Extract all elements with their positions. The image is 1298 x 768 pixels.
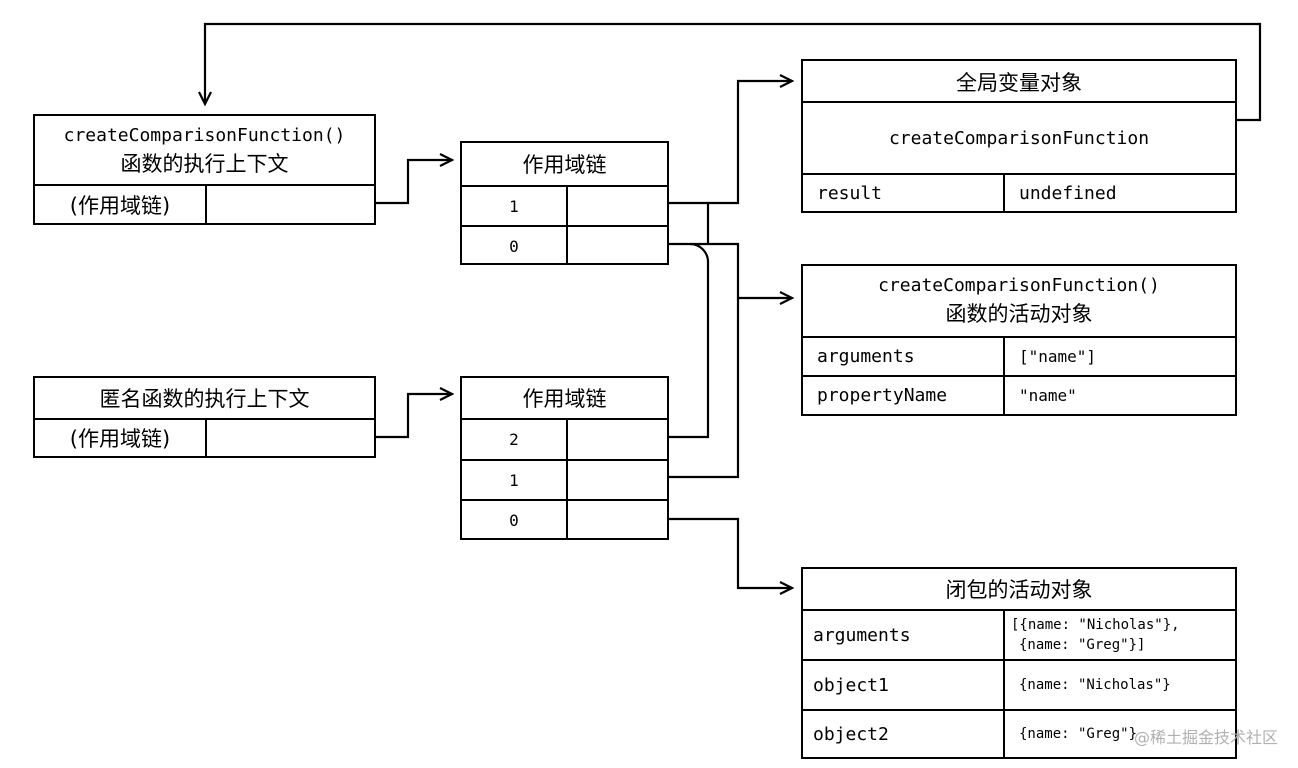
create-ctx-title-cn: 函数的执行上下文	[120, 151, 289, 176]
create-scope-title: 作用域链	[522, 153, 607, 177]
create-ctx-title-code: createComparisonFunction()	[63, 124, 346, 146]
closure-activation-object-box: 闭包的活动对象 arguments [{name: "Nicholas"}, {…	[801, 567, 1237, 759]
watermark: @稀土掘金技术社区	[1133, 728, 1278, 747]
activation-row-value: ["name"]	[1019, 347, 1097, 366]
closure-args-line2: {name: "Greg"}]	[1019, 637, 1146, 653]
closure-title: 闭包的活动对象	[945, 578, 1093, 602]
create-ctx-scope-label: (作用域链)	[69, 193, 171, 218]
wire-anon-scope0-to-closure	[616, 517, 792, 588]
closure-row-value: {name: "Greg"}	[1019, 726, 1138, 742]
scope-index: 1	[509, 470, 519, 490]
scope-index: 0	[509, 236, 519, 256]
activation-row-key: arguments	[817, 346, 915, 367]
anon-scope-chain-box: 作用域链 2 1 0	[460, 376, 669, 540]
closure-row-key: object1	[813, 674, 889, 696]
anon-scope-title: 作用域链	[522, 387, 607, 411]
global-func-name: createComparisonFunction	[888, 127, 1150, 149]
create-scope-chain-box: 作用域链 1 0	[460, 141, 669, 265]
wire-global-to-create-ctx	[205, 22, 1262, 122]
global-row-key: result	[817, 182, 883, 204]
closure-args-line1: [{name: "Nicholas"},	[1011, 617, 1180, 633]
scope-index: 1	[509, 196, 519, 216]
activation-row-value: "name"	[1019, 386, 1077, 405]
anon-ctx-scope-label: (作用域链)	[69, 427, 171, 451]
create-activation-object-box: createComparisonFunction() 函数的活动对象 argum…	[801, 264, 1237, 416]
activation-title-cn: 函数的活动对象	[945, 301, 1093, 326]
global-row-value: undefined	[1019, 182, 1117, 204]
activation-title-code: createComparisonFunction()	[878, 274, 1160, 296]
create-exec-context-box: createComparisonFunction() 函数的执行上下文 (作用域…	[33, 114, 376, 225]
scope-index: 0	[509, 510, 519, 530]
scope-index: 2	[509, 430, 519, 449]
closure-row-key: object2	[813, 723, 889, 745]
closure-row-value: {name: "Nicholas"}	[1019, 677, 1171, 693]
global-title: 全局变量对象	[956, 71, 1082, 95]
anon-ctx-title: 匿名函数的执行上下文	[99, 387, 310, 411]
global-variable-object-box: 全局变量对象 createComparisonFunction result u…	[801, 59, 1237, 213]
anon-exec-context-box: 匿名函数的执行上下文 (作用域链)	[33, 376, 376, 458]
activation-row-key: propertyName	[817, 385, 948, 406]
closure-row-key: arguments	[813, 624, 911, 646]
